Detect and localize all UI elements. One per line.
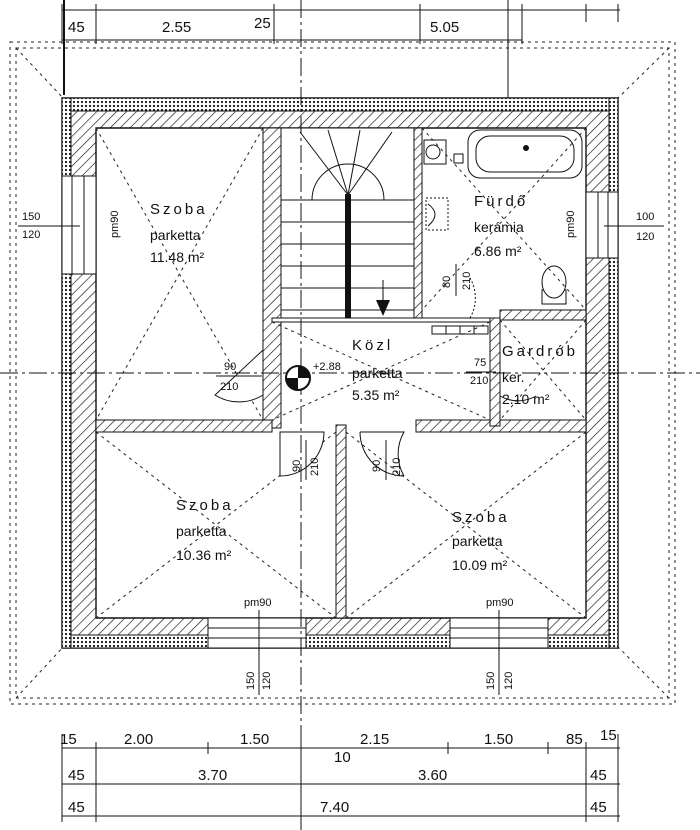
- window-width: 150: [245, 672, 257, 690]
- dim: 10: [334, 749, 351, 766]
- dim: 7.40: [320, 799, 349, 816]
- window-type: pm90: [244, 597, 272, 609]
- window-right: [585, 191, 619, 259]
- room-area: 11.48 m²: [150, 249, 205, 265]
- dim: 45: [68, 799, 85, 816]
- window-height: 120: [503, 672, 515, 690]
- window-height: 120: [636, 231, 654, 243]
- window-left: [61, 175, 97, 275]
- shelf-unit: [431, 325, 489, 335]
- room-szoba-bottom-left: Szoba parketta 10.36 m²: [176, 497, 234, 563]
- room-name: Szoba: [176, 497, 234, 514]
- washbasin: [423, 139, 464, 165]
- room-name: Szoba: [150, 201, 208, 218]
- window-bottom-left-labels: pm90 150 120: [244, 597, 273, 695]
- room-material: ker.: [502, 369, 525, 385]
- window-width: 150: [485, 672, 497, 690]
- window-height: 120: [22, 229, 40, 241]
- door-gardrob-labels: 75 210: [466, 357, 496, 387]
- bathtub: [467, 129, 583, 179]
- dim: 45: [590, 767, 607, 784]
- level-marker: +2.88: [285, 361, 341, 391]
- window-bottom-right-labels: pm90 150 120: [485, 597, 515, 695]
- dim: 45: [68, 19, 85, 36]
- window-left-labels: pm90 150 120: [18, 210, 121, 241]
- dim: 2.55: [162, 19, 191, 36]
- window-width: 100: [636, 211, 654, 223]
- dim: 45: [68, 767, 85, 784]
- room-area: 10.09 m²: [452, 557, 508, 573]
- room-gardrob: Gardrób ker. 2.10 m²: [502, 343, 578, 407]
- room-furdo: Fürdő kerámia 6.86 m²: [474, 193, 528, 259]
- room-kozl: Közl parketta 5.35 m²: [352, 337, 403, 403]
- room-name: Gardrób: [502, 343, 578, 360]
- door-br-labels: 90 210: [371, 440, 403, 480]
- staircase: [280, 127, 415, 319]
- room-area: 6.86 m²: [474, 243, 522, 259]
- window-type: pm90: [565, 210, 577, 238]
- room-name: Közl: [352, 337, 393, 354]
- sink: [425, 197, 449, 231]
- dim: 3.60: [418, 767, 447, 784]
- window-type: pm90: [109, 210, 121, 238]
- room-name: Szoba: [452, 509, 510, 526]
- window-height: 120: [261, 672, 273, 690]
- room-material: parketta: [352, 365, 403, 381]
- door-height: 210: [461, 272, 473, 290]
- door-height: 210: [309, 458, 321, 476]
- dim: 3.70: [198, 767, 227, 784]
- interior-walls: [95, 127, 587, 619]
- door-height: 210: [470, 375, 488, 387]
- dim: 45: [590, 799, 607, 816]
- dim: 1.50: [484, 731, 513, 748]
- dim: 15: [60, 731, 77, 748]
- door-width: 75: [474, 357, 486, 369]
- door-width: 90: [371, 460, 383, 472]
- door-height: 210: [391, 458, 403, 476]
- window-bottom-left: [207, 617, 307, 649]
- room-material: parketta: [176, 523, 227, 539]
- window-width: 150: [22, 211, 40, 223]
- top-dimensions: 45 2.55 25 5.05: [61, 4, 620, 44]
- door-left-labels: 90 210: [216, 361, 262, 393]
- dim: 2.00: [124, 731, 153, 748]
- door-width: 80: [441, 276, 453, 288]
- bottom-dimensions: 15 2.00 1.50 2.15 1.50 85 15 10 45 3.70 …: [60, 727, 620, 822]
- window-type: pm90: [486, 597, 514, 609]
- dim: 2.15: [360, 731, 389, 748]
- room-name: Fürdő: [474, 193, 528, 210]
- door-height: 210: [220, 381, 238, 393]
- room-material: kerámia: [474, 219, 524, 235]
- door-bl-labels: 90 210: [291, 440, 321, 480]
- door-width: 90: [291, 460, 303, 472]
- dim: 85: [566, 731, 583, 748]
- room-szoba-bottom-right: Szoba parketta 10.09 m²: [452, 509, 510, 573]
- door-bath-labels: 80 210: [441, 264, 473, 296]
- room-area: 2.10 m²: [502, 391, 550, 407]
- room-area: 10.36 m²: [176, 547, 232, 563]
- room-szoba-top-left: Szoba parketta 11.48 m²: [150, 201, 208, 265]
- window-right-labels: pm90 100 120: [565, 210, 664, 243]
- room-material: parketta: [150, 227, 201, 243]
- dim: 1.50: [240, 731, 269, 748]
- dim: 5.05: [430, 19, 459, 36]
- toilet: [541, 265, 567, 305]
- level-mark-text: +2.88: [313, 361, 341, 373]
- room-area: 5.35 m²: [352, 387, 400, 403]
- room-material: parketta: [452, 533, 503, 549]
- dim: 15: [600, 727, 617, 744]
- dim: 25: [254, 15, 271, 32]
- door-width: 90: [224, 361, 236, 373]
